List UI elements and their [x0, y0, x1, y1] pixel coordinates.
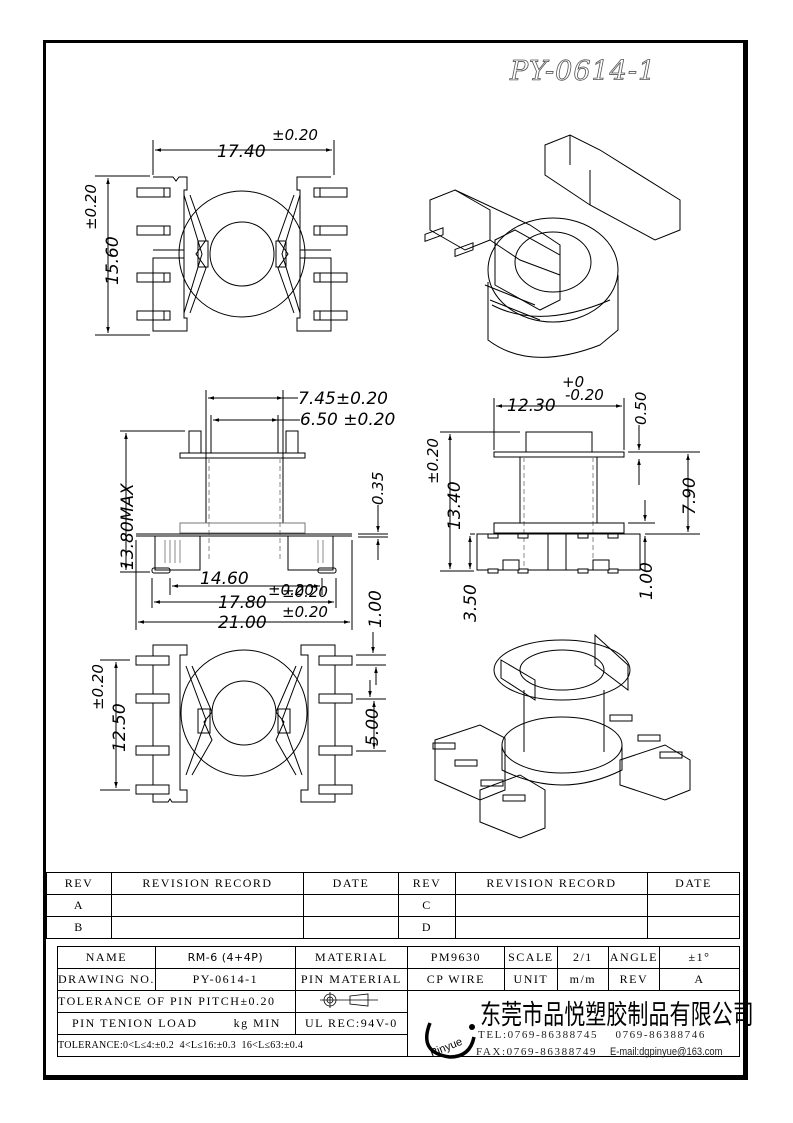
dim-top-width: 17.40 — [217, 142, 266, 162]
dim-top-width-tol: ±0.20 — [272, 126, 318, 144]
date-header-2: DATE — [647, 872, 740, 895]
record-cell — [111, 916, 304, 939]
bottom-view — [100, 632, 386, 803]
unit-label: UNIT — [503, 968, 558, 991]
dim-front-w2-tol: ±0.20 — [282, 583, 328, 601]
isometric-view-bottom — [432, 633, 691, 839]
company-fax-email: FAX:0769-86388749 E-mail:dgpinyue@163.co… — [476, 1046, 742, 1058]
name-label: NAME — [57, 946, 156, 969]
dim-side-pin: 1.00 — [637, 562, 657, 600]
side-view — [440, 398, 700, 574]
pin-material-label: PIN MATERIAL — [294, 968, 408, 991]
dim-front-height: 13.80MAX — [118, 483, 138, 570]
projection-symbol — [294, 990, 408, 1013]
company-block: Pinyue 东莞市品悦塑胶制品有限公司 TEL:0769-86388745 0… — [408, 991, 754, 1070]
date-header: DATE — [303, 872, 399, 895]
record-cell — [455, 894, 648, 917]
rev-cell: D — [398, 916, 456, 939]
pinyue-logo: Pinyue — [425, 1022, 476, 1060]
record-cell — [455, 916, 648, 939]
company-name-cn: 东莞市品悦塑胶制品有限公司 — [480, 1000, 754, 1031]
rev-value: A — [658, 968, 741, 991]
rev-header-2: REV — [398, 872, 456, 895]
top-view — [95, 140, 348, 336]
company-fax: FAX:0769-86388749 — [476, 1046, 598, 1058]
general-tolerance: TOLERANCE:0<L≤4:±0.2 4<L≤16:±0.3 16<L≤63… — [57, 1034, 408, 1057]
inner-core-circle — [209, 221, 275, 287]
dim-side-tol-plus: +0 — [562, 373, 584, 391]
ul-rec: UL REC:94V-0 — [294, 1012, 408, 1035]
company-cell — [406, 990, 741, 1057]
dim-top-height: 15.60 — [103, 236, 123, 285]
dim-front-w3-tol: ±0.20 — [282, 603, 328, 621]
dim-front-w2: 17.80 — [218, 593, 267, 613]
record-cell — [111, 894, 304, 917]
company-email: E-mail:dgpinyue@163.com — [610, 1046, 723, 1058]
pin-pitch-tolerance: TOLERANCE OF PIN PITCH±0.20 — [57, 990, 296, 1013]
drawing-no-label: DRAWING NO. — [57, 968, 156, 991]
scale-value: 2/1 — [556, 946, 609, 969]
dim-bottom-height: 12.50 — [110, 703, 130, 752]
dim-side-height: 13.40 — [445, 481, 465, 530]
revision-row: B D — [46, 916, 740, 939]
rev-header: REV — [46, 872, 112, 895]
dim-side-tol-minus: -0.20 — [565, 386, 604, 404]
dim-side-width: 12.30 — [507, 396, 556, 416]
revision-record-header-2: REVISION RECORD — [455, 872, 648, 895]
rev-label: REV — [607, 968, 660, 991]
isometric-view-top — [424, 134, 681, 358]
unit-value: m/m — [556, 968, 609, 991]
drawing-number-header: PY-0614-1 — [510, 56, 657, 88]
rev-cell: C — [398, 894, 456, 917]
rev-cell: A — [46, 894, 112, 917]
dim-front-d1: 7.45±0.20 — [298, 389, 388, 409]
dim-bottom-pitch: 5.00 — [363, 708, 383, 746]
dim-side-inner: 7.90 — [680, 477, 700, 515]
dim-side-height-tol: ±0.20 — [424, 438, 442, 484]
name-value: RM-6 (4+4P) — [154, 946, 296, 969]
dim-bottom-height-tol: ±0.20 — [89, 664, 107, 710]
date-cell — [303, 916, 399, 939]
rev-cell: B — [46, 916, 112, 939]
dim-front-w1-tol: ±0.20 — [268, 581, 314, 599]
date-cell — [303, 894, 399, 917]
first-angle-projection-icon — [320, 991, 379, 1008]
revision-table: REV REVISION RECORD DATE REV REVISION RE… — [46, 872, 740, 939]
date-cell — [647, 916, 740, 939]
angle-value: ±1° — [658, 946, 741, 969]
drawing-no-value: PY-0614-1 — [154, 968, 296, 991]
material-label: MATERIAL — [294, 946, 408, 969]
pin-tension-load: PIN TENION LOAD kg MIN — [57, 1012, 296, 1035]
technical-drawing: 17.40 ±0.20 15.60 ±0.20 7.45±0.20 6.50 ±… — [82, 126, 700, 839]
dim-side-top: 0.50 — [632, 392, 650, 425]
drawing-frame — [43, 40, 748, 1080]
pin-material-value: CP WIRE — [406, 968, 505, 991]
dim-front-d2: 6.50 ±0.20 — [300, 410, 395, 430]
dim-front-w3: 21.00 — [218, 613, 267, 633]
revision-record-header: REVISION RECORD — [111, 872, 304, 895]
front-view — [120, 390, 388, 630]
outer-flange-circle — [178, 190, 306, 318]
date-cell — [647, 894, 740, 917]
revision-row: A C — [46, 894, 740, 917]
angle-label: ANGLE — [607, 946, 660, 969]
material-value: PM9630 — [406, 946, 505, 969]
dim-front-pin: 1.00 — [366, 590, 386, 628]
revision-header-row: REV REVISION RECORD DATE REV REVISION RE… — [46, 872, 740, 895]
dim-top-height-tol: ±0.20 — [82, 184, 100, 230]
company-tel: TEL:0769-86388745 0769-86388746 — [478, 1029, 706, 1041]
title-block: NAME RM-6 (4+4P) MATERIAL PM9630 SCALE 2… — [57, 946, 741, 1057]
dim-front-flange: 0.35 — [369, 472, 387, 505]
dim-front-w1: 14.60 — [200, 569, 249, 589]
dim-side-base: 3.50 — [461, 584, 481, 622]
scale-label: SCALE — [503, 946, 558, 969]
